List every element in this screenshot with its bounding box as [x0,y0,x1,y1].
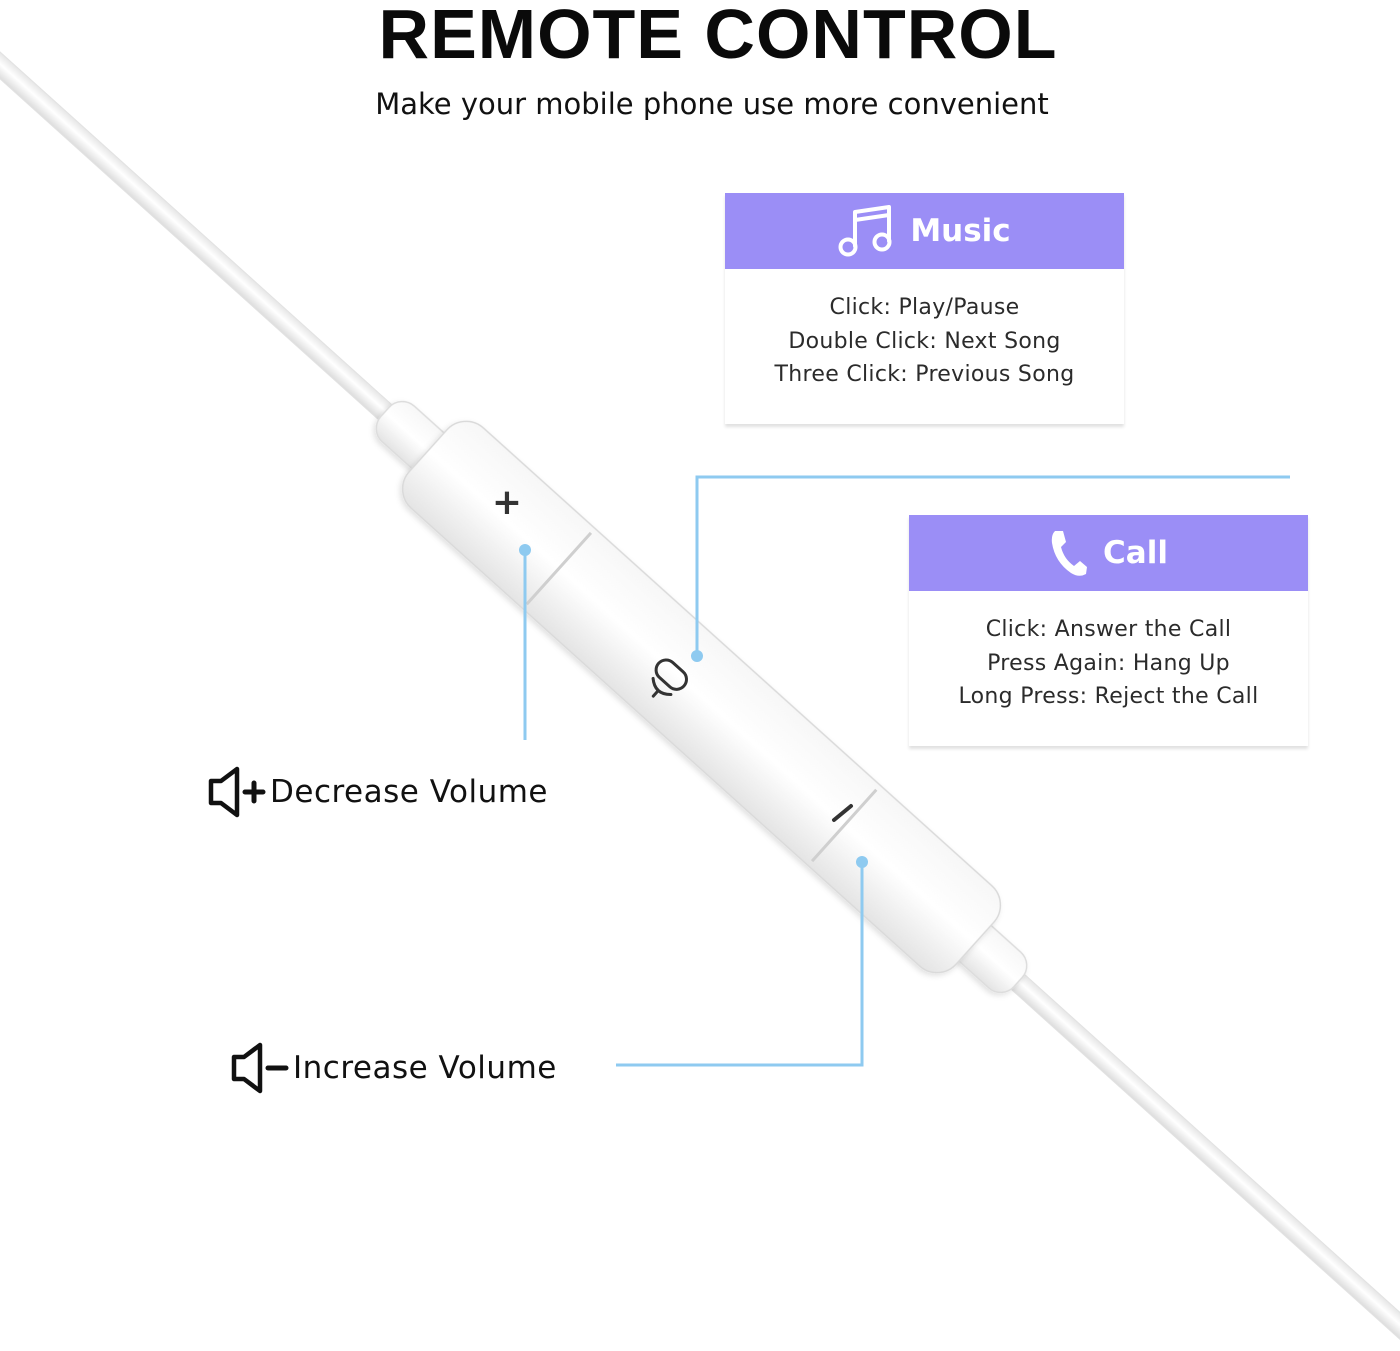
decrease-volume-text: Decrease Volume [270,774,548,810]
button-groove-top [525,531,593,606]
music-card-title: Music [910,213,1011,249]
music-card-body: Click: Play/Pause Double Click: Next Son… [725,269,1124,392]
leader-dot-minus [856,856,868,868]
increase-volume-label: Increase Volume [229,1042,557,1094]
button-groove-bottom [810,788,878,863]
speaker-plus-icon [206,766,266,818]
leader-line-minus [616,862,864,1067]
increase-volume-text: Increase Volume [293,1050,557,1086]
music-line-three-click: Three Click: Previous Song [774,362,1075,387]
page-title: REMOTE CONTROL [378,0,1058,73]
music-line-click: Click: Play/Pause [829,295,1020,320]
leader-dot-plus [519,544,531,556]
music-card-header: Music [725,193,1124,269]
call-card: Call Click: Answer the Call Press Again:… [909,515,1308,746]
microphone-icon [651,658,688,698]
phone-icon [1049,529,1103,577]
speaker-minus-icon [229,1042,289,1094]
call-line-long-press: Long Press: Reject the Call [958,684,1259,709]
leader-dot-mic [691,650,703,662]
music-line-double-click: Double Click: Next Song [788,328,1061,354]
leader-lines [523,475,1290,1067]
remote-body [401,420,1002,974]
music-card: Music Click: Play/Pause Double Click: Ne… [725,193,1124,424]
call-card-title: Call [1103,535,1168,571]
call-line-press-again: Press Again: Hang Up [987,650,1230,676]
minus-icon[interactable] [832,804,853,822]
leader-line-mic [695,475,1290,656]
page-subtitle: Make your mobile phone use more convenie… [375,87,1049,121]
music-note-icon [838,204,910,258]
call-line-click: Click: Answer the Call [985,617,1232,642]
plus-icon[interactable]: + [492,482,522,523]
decrease-volume-label: Decrease Volume [206,766,548,818]
call-card-header: Call [909,515,1308,591]
call-card-body: Click: Answer the Call Press Again: Hang… [909,591,1308,714]
